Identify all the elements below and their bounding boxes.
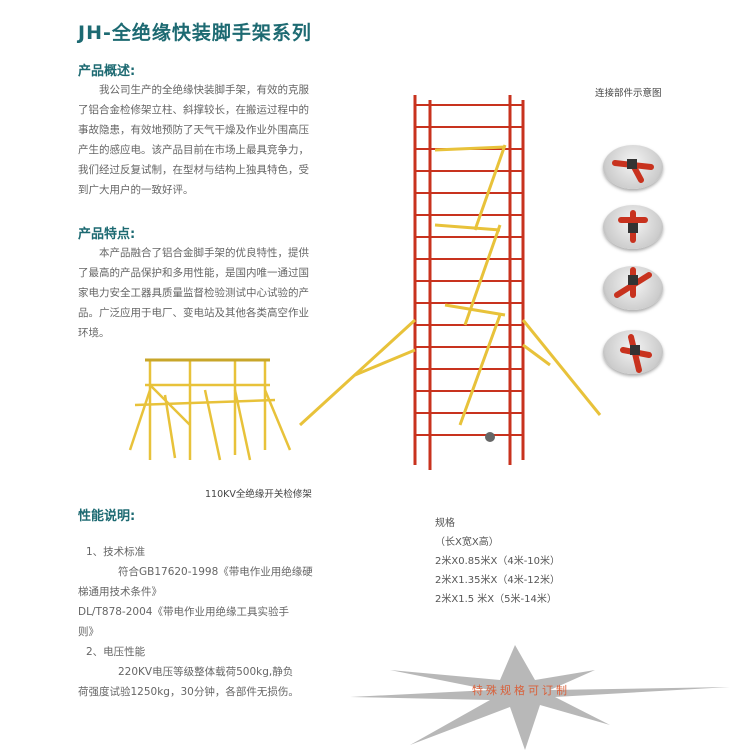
- features-line: 家电力安全工器具质量监督检验测试中心试验的产: [78, 287, 309, 299]
- overview-line: 事故隐患，有效地预防了天气干燥及作业外围高压: [78, 124, 309, 136]
- page-title: JH-全绝缘快装脚手架系列: [78, 22, 312, 44]
- overview-heading: 产品概述:: [78, 64, 136, 79]
- spec-row: 2米X0.85米X（4米-10米）: [435, 556, 561, 567]
- performance-line: 荷强度试验1250kg，30分钟，各部件无损伤。: [78, 686, 299, 698]
- features-line: 环境。: [78, 327, 110, 339]
- performance-line: 符合GB17620-1998《带电作业用绝缘硬: [118, 566, 313, 578]
- features-line: 了最高的产品保护和多用性能，是国内唯一通过国: [78, 267, 309, 279]
- overview-text: 我公司生产的全绝缘快装脚手架，有效的克服 了铝合金检修架立柱、斜撑较长，在搬运过…: [78, 80, 378, 200]
- specs-heading: 规格: [435, 518, 455, 529]
- features-text: 本产品融合了铝合金脚手架的优良特性，提供 了最高的产品保护和多用性能，是国内唯一…: [78, 243, 378, 343]
- overview-line: 我公司生产的全绝缘快装脚手架，有效的克服: [99, 84, 309, 96]
- specs-block: 规格 （长X宽X高） 2米X0.85米X（4米-10米） 2米X1.35米X（4…: [435, 514, 560, 609]
- scaffold-caption: 110KV全绝缘开关检修架: [205, 489, 312, 500]
- performance-line: 则》: [78, 626, 99, 638]
- performance-line: DL/T878-2004《带电作业用绝缘工具实验手: [78, 606, 289, 618]
- performance-line: 2、电压性能: [86, 646, 146, 658]
- performance-line: 梯通用技术条件》: [78, 586, 162, 598]
- switch-maintenance-scaffold-image: [128, 358, 292, 461]
- specs-subheading: （长X宽X高）: [435, 537, 499, 548]
- spec-row: 2米X1.5 米X（5米-14米）: [435, 594, 557, 605]
- performance-line: 1、技术标准: [86, 546, 146, 558]
- features-line: 本产品融合了铝合金脚手架的优良特性，提供: [99, 247, 309, 259]
- performance-heading: 性能说明:: [78, 509, 136, 524]
- performance-line: 220KV电压等级整体载荷500kg,静负: [118, 666, 294, 678]
- features-heading: 产品特点:: [78, 227, 136, 242]
- overview-line: 我们经过反复试制，在型材与结构上独具特色，受: [78, 164, 309, 176]
- overview-line: 产生的感应电。该产品目前在市场上最具竞争力，: [78, 144, 309, 156]
- overview-line: 了铝合金检修架立柱、斜撑较长，在搬运过程中的: [78, 104, 309, 116]
- connector-parts-icons: [612, 159, 654, 373]
- performance-text: 1、技术标准 符合GB17620-1998《带电作业用绝缘硬 梯通用技术条件》 …: [78, 542, 378, 702]
- insulated-scaffold-image: [298, 95, 602, 470]
- custom-spec-note: 特殊规格可订制: [472, 684, 570, 697]
- spec-row: 2米X1.35米X（4米-12米）: [435, 575, 561, 586]
- starburst-shape: [350, 645, 730, 750]
- connector-caption: 连接部件示意图: [595, 88, 662, 99]
- overview-line: 到广大用户的一致好评。: [78, 184, 194, 196]
- features-line: 品。广泛应用于电厂、变电站及其他各类高空作业: [78, 307, 309, 319]
